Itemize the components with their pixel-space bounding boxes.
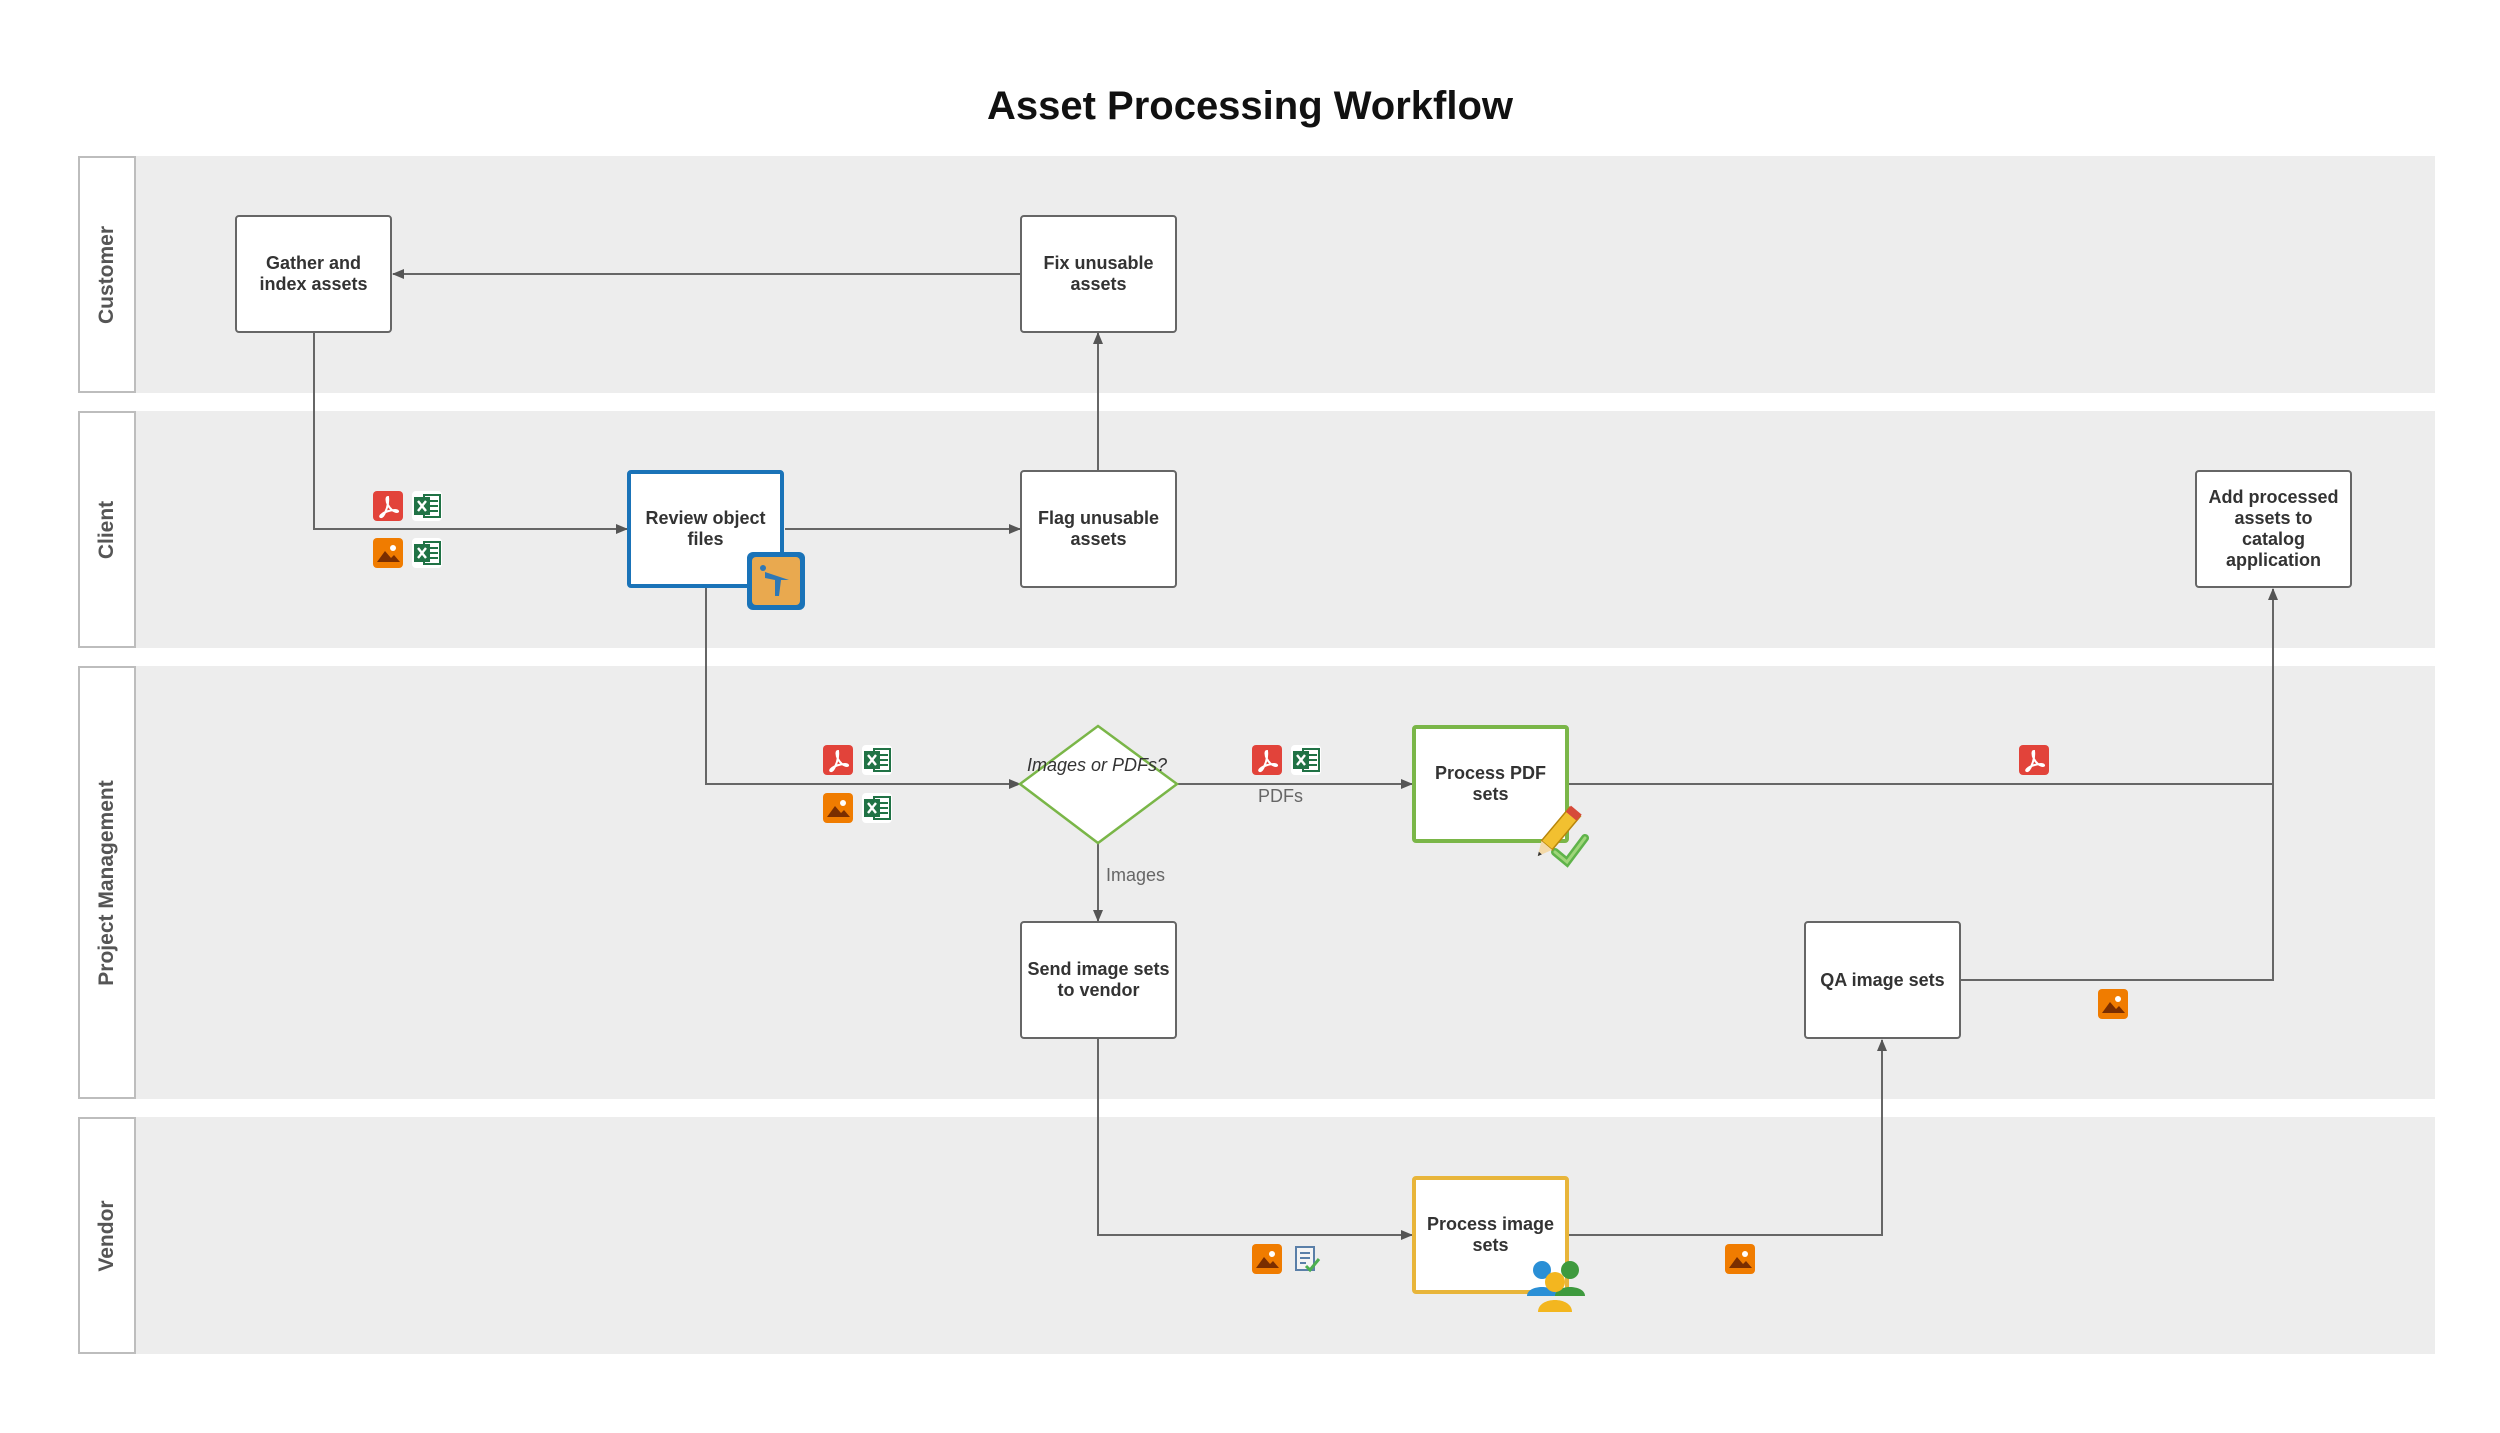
node-qa-image-sets[interactable]: QA image sets <box>1804 921 1961 1039</box>
document-check-icon <box>1291 1244 1321 1274</box>
excel-file-icon <box>862 745 892 775</box>
node-flag-unusable[interactable]: Flag unusable assets <box>1020 470 1177 588</box>
edge-send-vendor-to-process-image <box>1097 1039 1413 1240</box>
image-file-icon <box>823 793 853 823</box>
decision-diamond <box>1017 724 1180 845</box>
node-add-to-catalog[interactable]: Add processed assets to catalog applicat… <box>2195 470 2352 588</box>
image-file-icon <box>2098 989 2128 1019</box>
edge-process-pdf-to-add <box>1569 588 2278 785</box>
lane-label-vendor: Vendor <box>78 1117 136 1354</box>
edge-gather-to-review <box>313 333 628 534</box>
edge-label-pdfs: PDFs <box>1258 786 1303 806</box>
people-group-icon <box>1522 1258 1592 1319</box>
excel-file-icon <box>862 793 892 823</box>
pencil-check-icon <box>1525 800 1589 875</box>
node-fix-unusable[interactable]: Fix unusable assets <box>1020 215 1177 333</box>
edge-process-image-to-qa <box>1569 1039 1887 1236</box>
lane-label-customer: Customer <box>78 156 136 393</box>
3d-tools-icon <box>745 550 807 617</box>
image-file-icon <box>373 538 403 568</box>
pdf-file-icon <box>1252 745 1282 775</box>
decision-label[interactable]: Images or PDFs? <box>1026 755 1168 775</box>
excel-file-icon <box>1291 745 1321 775</box>
page-title: Asset Processing Workflow <box>986 84 1514 128</box>
edge-qa-to-add <box>1961 784 2274 981</box>
node-send-to-vendor[interactable]: Send image sets to vendor <box>1020 921 1177 1039</box>
node-gather-assets[interactable]: Gather and index assets <box>235 215 392 333</box>
lane-project-management <box>136 666 2435 1099</box>
node-process-pdf[interactable]: Process PDF sets <box>1412 725 1569 843</box>
lane-label-client: Client <box>78 411 136 648</box>
image-file-icon <box>1252 1244 1282 1274</box>
edge-label-images: Images <box>1106 865 1166 885</box>
edge-review-to-decision <box>705 588 1021 789</box>
pdf-file-icon <box>373 491 403 521</box>
excel-file-icon <box>412 538 442 568</box>
image-file-icon <box>1725 1244 1755 1274</box>
pdf-file-icon <box>823 745 853 775</box>
excel-file-icon <box>412 491 442 521</box>
pdf-file-icon <box>2019 745 2049 775</box>
lane-label-project-management: Project Management <box>78 666 136 1099</box>
